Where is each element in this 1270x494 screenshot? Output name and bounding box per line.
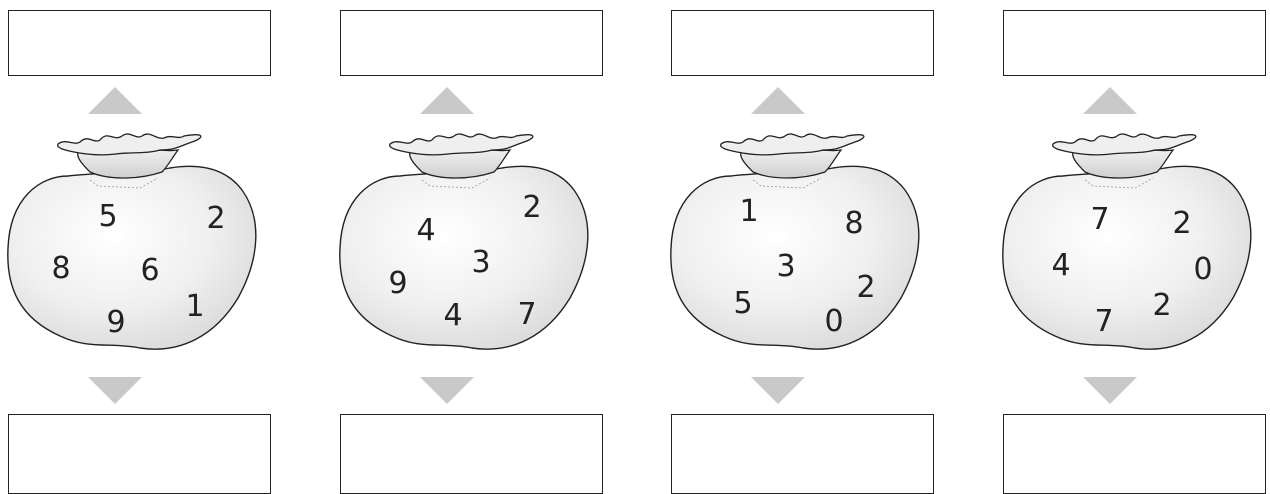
bag-digit: 0 <box>824 304 844 339</box>
bag-digit: 0 <box>1193 252 1213 287</box>
bag-digit: 2 <box>1152 288 1172 323</box>
bag-digit: 9 <box>388 266 408 301</box>
bag-digit: 7 <box>1094 304 1114 339</box>
bag-digit: 2 <box>522 190 542 225</box>
bag-column-3: 1 8 3 2 5 0 <box>643 0 943 494</box>
bag-digit: 4 <box>416 213 436 248</box>
arrow-down-icon <box>88 377 142 404</box>
bag-digit: 6 <box>140 253 160 288</box>
money-bag-icon <box>670 133 920 350</box>
arrow-up-icon <box>751 87 805 114</box>
bag-digit: 4 <box>1051 248 1071 283</box>
bag-digit: 8 <box>51 251 71 286</box>
bag-digit: 8 <box>844 206 864 241</box>
bag-digit: 1 <box>185 289 205 324</box>
bag-digit: 9 <box>106 305 126 340</box>
bag-digit: 2 <box>206 201 226 236</box>
money-bag-icon <box>7 133 257 350</box>
bag-digit: 4 <box>443 298 463 333</box>
arrow-down-icon <box>1083 377 1137 404</box>
bag-column-2: 2 4 3 9 4 7 <box>312 0 612 494</box>
bag-digit: 1 <box>739 194 759 229</box>
money-bag-2: 2 4 3 9 4 7 <box>312 128 589 360</box>
arrow-down-icon <box>420 377 474 404</box>
answer-box-bottom-4[interactable] <box>1003 414 1266 494</box>
bag-digit: 3 <box>471 245 491 280</box>
answer-box-top-3[interactable] <box>671 10 934 76</box>
bag-column-1: 5 2 8 6 1 9 <box>0 0 280 494</box>
answer-box-top-2[interactable] <box>340 10 603 76</box>
bag-digit: 2 <box>856 270 876 305</box>
answer-box-top-1[interactable] <box>8 10 271 76</box>
money-bag-3: 1 8 3 2 5 0 <box>643 128 920 360</box>
bag-digit: 3 <box>776 249 796 284</box>
money-bag-icon <box>339 133 589 350</box>
answer-box-bottom-3[interactable] <box>671 414 934 494</box>
money-bag-icon <box>1002 133 1252 350</box>
arrow-down-icon <box>751 377 805 404</box>
arrow-up-icon <box>420 87 474 114</box>
bag-digit: 2 <box>1172 206 1192 241</box>
arrow-up-icon <box>1083 87 1137 114</box>
money-bag-1: 5 2 8 6 1 9 <box>0 128 257 360</box>
answer-box-top-4[interactable] <box>1003 10 1266 76</box>
bag-digit: 5 <box>98 199 118 234</box>
bag-digit: 7 <box>1090 202 1110 237</box>
answer-box-bottom-2[interactable] <box>340 414 603 494</box>
money-bag-4: 7 2 4 0 2 7 <box>975 128 1252 360</box>
arrow-up-icon <box>88 87 142 114</box>
answer-box-bottom-1[interactable] <box>8 414 271 494</box>
bag-digit: 5 <box>733 286 753 321</box>
bag-column-4: 7 2 4 0 2 7 <box>975 0 1270 494</box>
bag-digit: 7 <box>517 297 537 332</box>
